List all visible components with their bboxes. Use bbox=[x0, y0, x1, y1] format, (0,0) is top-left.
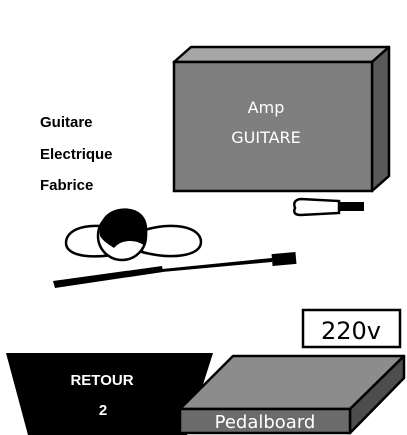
power-220v-label: 220v bbox=[321, 317, 381, 345]
monitor-wedge-shape bbox=[6, 353, 213, 435]
pedalboard: Pedalboard bbox=[178, 354, 406, 435]
guitarist-label-line1: Guitare bbox=[40, 114, 93, 131]
amp-top-face bbox=[172, 45, 391, 64]
amp-label-line1: Amp bbox=[248, 98, 285, 117]
monitor-wedge: RETOUR 2 bbox=[6, 353, 213, 435]
power-220v-box: 220v bbox=[301, 308, 402, 349]
guitarist-label-line3: Fabrice bbox=[40, 177, 93, 194]
guitarist-label-line2: Electrique bbox=[40, 146, 113, 163]
jack-plug-icon bbox=[293, 197, 364, 217]
guitar-amp: Amp GUITARE bbox=[172, 45, 391, 193]
guitarist-figure-icon bbox=[64, 208, 203, 262]
amp-label-line2: GUITARE bbox=[231, 128, 301, 147]
pedalboard-label: Pedalboard bbox=[215, 412, 316, 433]
monitor-label-line1: RETOUR bbox=[70, 372, 133, 389]
amp-side-face bbox=[370, 45, 391, 193]
guitarist-label: Guitare Electrique Fabrice bbox=[40, 114, 113, 194]
guitar-neck-icon bbox=[53, 251, 297, 288]
monitor-label-line2: 2 bbox=[99, 402, 107, 419]
pedalboard-front-face bbox=[178, 407, 352, 435]
amp-front-face bbox=[172, 60, 374, 193]
